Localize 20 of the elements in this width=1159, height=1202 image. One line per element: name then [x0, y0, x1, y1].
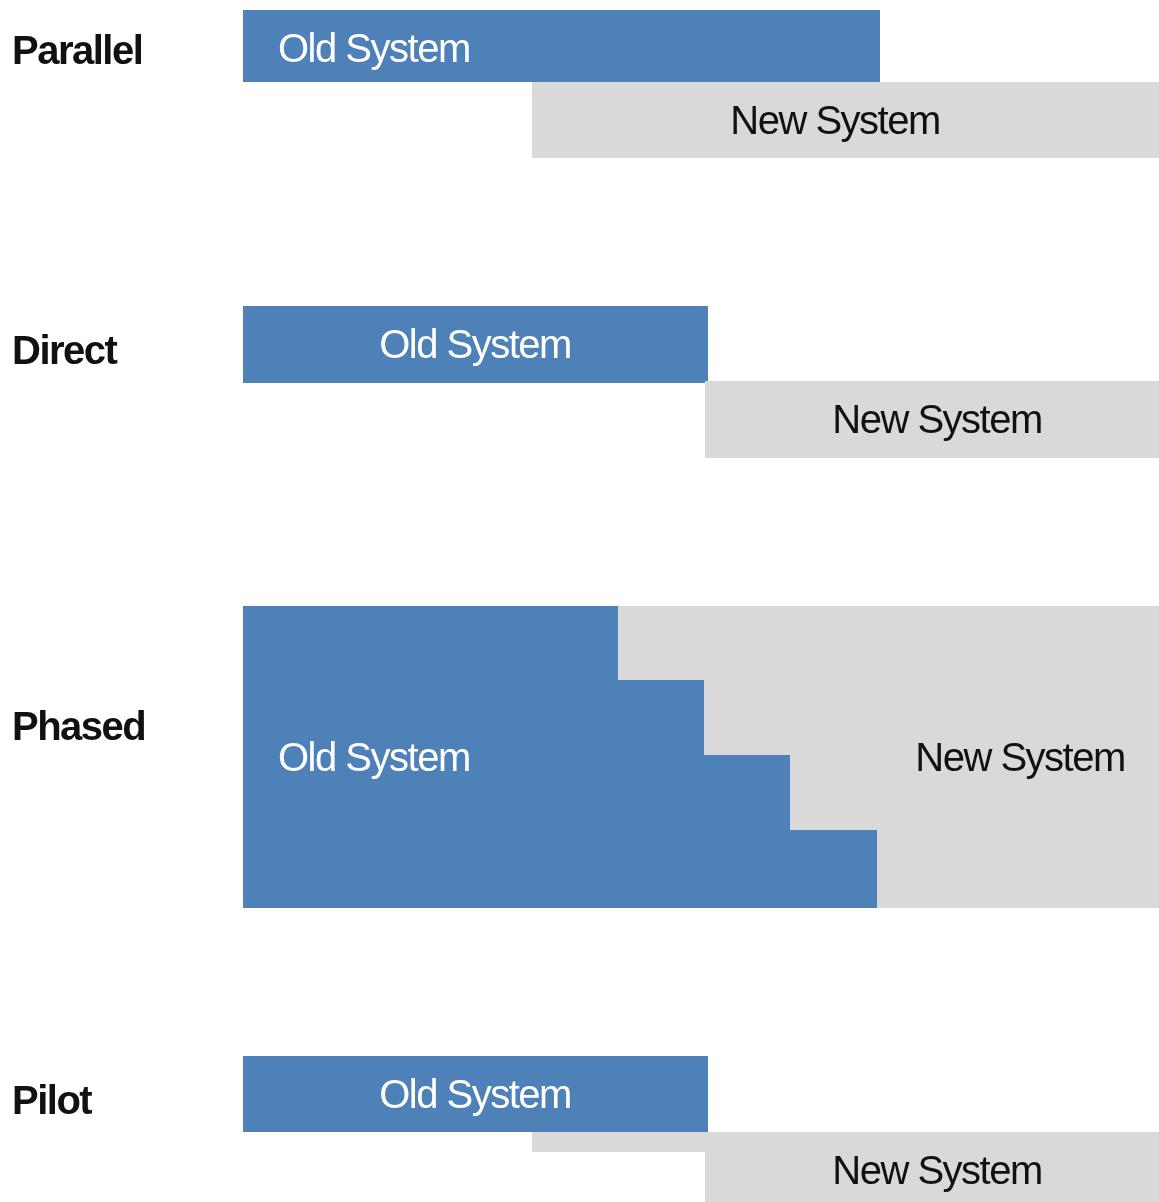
system-label: Old System: [278, 734, 470, 780]
row-label: Direct: [12, 327, 117, 373]
new-system-bar: [532, 1132, 1159, 1202]
old-system-bar: [243, 606, 877, 908]
new-system-bar: [532, 82, 1159, 158]
old-system-bar: [243, 1056, 708, 1132]
system-label: Old System: [278, 25, 470, 71]
row-label: Pilot: [12, 1077, 92, 1123]
system-label: Old System: [379, 321, 571, 367]
new-system-bar: [618, 606, 1159, 908]
system-label: Old System: [379, 1071, 571, 1117]
system-label: New System: [832, 396, 1042, 442]
system-label: New System: [915, 734, 1125, 780]
old-system-bar: [243, 10, 880, 82]
row-label: Parallel: [12, 27, 143, 73]
system-label: New System: [730, 97, 940, 143]
old-system-bar: [243, 306, 708, 383]
row-label: Phased: [12, 703, 146, 749]
system-label: New System: [832, 1147, 1042, 1193]
new-system-bar: [705, 381, 1159, 458]
